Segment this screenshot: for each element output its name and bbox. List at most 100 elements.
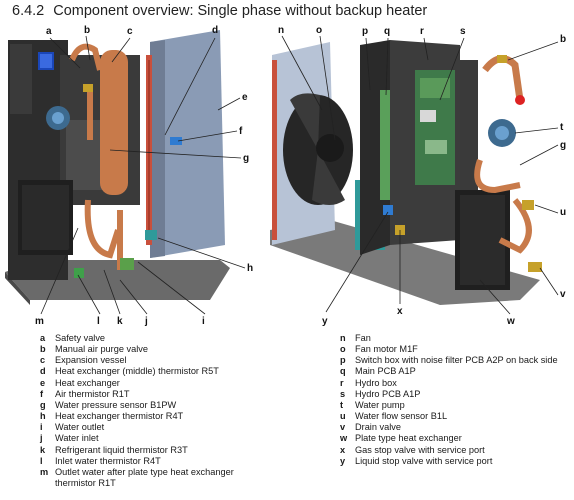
- legend-text: Drain valve: [355, 422, 401, 433]
- legend-row-u: u Water flow sensor B1L: [340, 411, 570, 422]
- legend-key: b: [40, 344, 46, 355]
- legend-key: g: [40, 399, 46, 410]
- legend-key: w: [340, 433, 348, 444]
- callout-g-left: g: [243, 153, 249, 164]
- legend-key: f: [40, 388, 44, 399]
- legend-row-c: c Expansion vessel: [40, 355, 320, 366]
- legend-right: n Fan o Fan motor M1F p Switch box with noi…: [340, 333, 570, 467]
- callout-b-right: b: [560, 34, 566, 45]
- legend-key: y: [340, 455, 346, 466]
- legend-key: h: [40, 411, 46, 422]
- legend-row-p: p Switch box with noise filter PCB A2P on…: [340, 355, 570, 366]
- right-unit-illustration: [270, 40, 542, 305]
- callout-j-left: j: [144, 316, 148, 327]
- legend-text: Inlet water thermistor R4T: [55, 455, 161, 466]
- callout-d-left: d: [212, 25, 218, 36]
- legend-text: thermistor R1T: [55, 478, 116, 489]
- legend-row-o: o Fan motor M1F: [340, 344, 570, 355]
- legend-text: Manual air purge valve: [55, 344, 148, 355]
- legend-key-spacer: [40, 478, 55, 489]
- legend-key: p: [340, 355, 346, 366]
- callout-s-right: s: [460, 26, 466, 37]
- callout-x-right: x: [397, 306, 403, 317]
- legend-text: Hydro PCB A1P: [355, 388, 421, 399]
- callout-a-left: a: [46, 26, 52, 37]
- legend-text: Safety valve: [55, 333, 106, 343]
- left-callouts: a b c d e f g h i j k l m: [35, 25, 253, 327]
- legend-text: Heat exchanger thermistor R4T: [55, 411, 184, 422]
- callout-m-left: m: [35, 316, 44, 327]
- callout-c-left: c: [127, 26, 133, 37]
- callout-b-left: b: [84, 25, 90, 36]
- legend-key: i: [40, 422, 43, 433]
- legend-text: Fan motor M1F: [355, 344, 418, 355]
- legend-key: e: [40, 377, 46, 388]
- legend-key: q: [340, 366, 346, 377]
- callout-e-left: e: [242, 92, 248, 103]
- legend-row-x: x Gas stop valve with service port: [340, 445, 570, 456]
- section-heading: 6.4.2 Component overview: Single phase wi…: [12, 3, 427, 19]
- legend-text: Gas stop valve with service port: [355, 444, 485, 455]
- callout-n-right: n: [278, 25, 284, 36]
- section-title: Component overview: Single phase without…: [53, 3, 428, 19]
- callout-q-right: q: [384, 26, 390, 37]
- callout-i-left: i: [202, 316, 205, 327]
- legend-row-y: y Liquid stop valve with service port: [340, 456, 570, 467]
- legend-key: j: [40, 433, 43, 444]
- legend-key: u: [340, 411, 346, 422]
- legend-row-n: n Fan: [340, 333, 570, 344]
- callout-l-left: l: [97, 316, 100, 327]
- legend-key: x: [340, 444, 346, 455]
- legend-row-e: e Heat exchanger: [40, 378, 320, 389]
- legend-row-i: i Water outlet: [40, 422, 320, 433]
- callout-t-right: t: [560, 122, 564, 133]
- legend-text: Outlet water after plate type heat excha…: [55, 466, 234, 477]
- legend-row-h: h Heat exchanger thermistor R4T: [40, 411, 320, 422]
- legend-key: m: [40, 466, 49, 477]
- legend-text: Water pressure sensor B1PW: [55, 399, 177, 410]
- legend-row-q: q Main PCB A1P: [340, 366, 570, 377]
- legend-row-b: b Manual air purge valve: [40, 344, 320, 355]
- left-leader-lines: [40, 35, 246, 315]
- left-unit-illustration: [5, 30, 230, 305]
- callout-y-right: y: [322, 316, 328, 327]
- legend-key: n: [340, 333, 346, 343]
- legend-text: Water pump: [355, 399, 405, 410]
- legend-text: Expansion vessel: [55, 355, 127, 366]
- legend-key: c: [40, 355, 46, 366]
- callout-f-left: f: [239, 126, 243, 137]
- legend-row-v: v Drain valve: [340, 422, 570, 433]
- legend-text: Main PCB A1P: [355, 366, 416, 377]
- legend-text: Hydro box: [355, 377, 397, 388]
- legend-key: v: [340, 422, 346, 433]
- right-callouts: n o p q r s b t g u v w x y: [278, 25, 566, 327]
- callout-o-right: o: [316, 25, 322, 36]
- callout-v-right: v: [560, 289, 566, 300]
- legend-text: Plate type heat exchanger: [355, 433, 462, 444]
- legend-row-g: g Water pressure sensor B1PW: [40, 400, 320, 411]
- legend-row-m-cont: thermistor R1T: [40, 478, 320, 489]
- callout-u-right: u: [560, 207, 566, 218]
- section-number: 6.4.2: [12, 3, 45, 19]
- legend-text: Fan: [355, 333, 371, 343]
- legend-text: Heat exchanger: [55, 377, 120, 388]
- legend-row-w: w Plate type heat exchanger: [340, 433, 570, 444]
- callout-w-right: w: [506, 316, 515, 327]
- callout-p-right: p: [362, 26, 368, 37]
- legend-text: Water outlet: [55, 422, 105, 433]
- legend-row-m: m Outlet water after plate type heat exch…: [40, 467, 320, 478]
- legend-key: r: [340, 377, 344, 388]
- legend-text: Switch box with noise filter PCB A2P on …: [355, 355, 558, 366]
- legend-text: Liquid stop valve with service port: [355, 455, 493, 466]
- legend-key: o: [340, 344, 346, 355]
- callout-g-right: g: [560, 140, 566, 151]
- callout-r-right: r: [420, 26, 424, 37]
- legend-text: Water flow sensor B1L: [355, 411, 448, 422]
